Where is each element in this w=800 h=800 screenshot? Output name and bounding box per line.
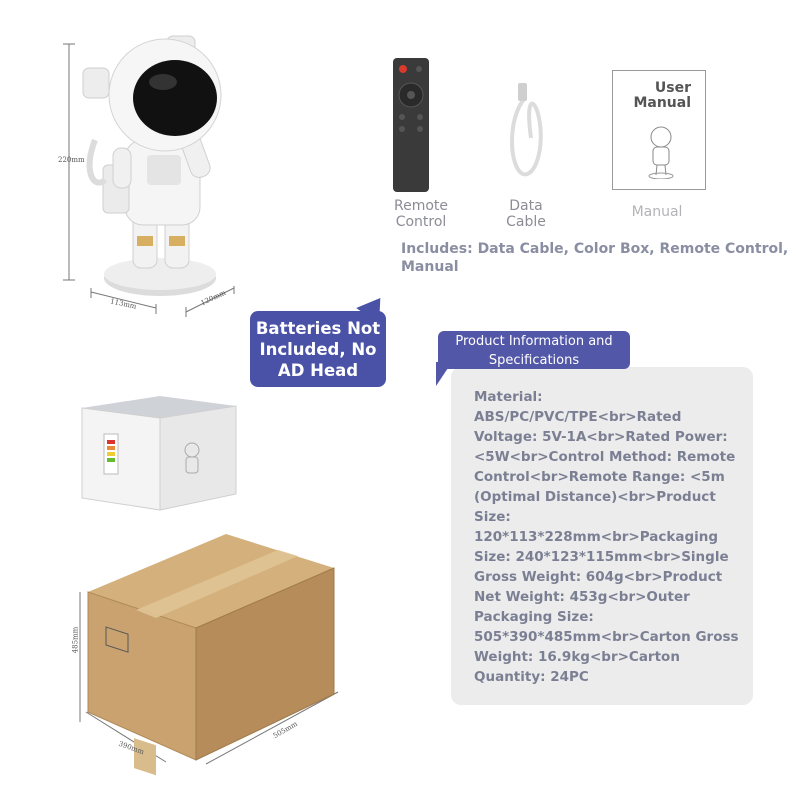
spec-heading-text: Product Information and Specifications	[455, 334, 613, 368]
carton-height-label: 485mm	[71, 626, 80, 654]
remote-control-image	[393, 58, 429, 192]
astronaut-product-image	[63, 35, 222, 296]
battery-notice-text: Batteries Not Included, No AD Head	[255, 318, 381, 380]
battery-notice-bubble: Batteries Not Included, No AD Head	[250, 311, 386, 387]
width-dimension-line	[90, 286, 235, 317]
spec-heading: Product Information and Specifications	[438, 331, 630, 369]
spec-panel	[451, 367, 753, 705]
manual-label: Manual	[631, 204, 683, 220]
color-box-image	[81, 396, 237, 511]
data-cable-image	[510, 83, 543, 177]
shipping-carton-image	[79, 534, 339, 776]
remote-control-label: Remote Control	[393, 198, 449, 230]
manual-booklet-image: User Manual	[612, 70, 706, 190]
data-cable-label: Data Cable	[506, 198, 546, 230]
spec-body: Material: ABS/PC/PVC/TPE<br>Rated Voltag…	[474, 389, 739, 685]
manual-cover-title: User Manual	[633, 80, 691, 111]
includes-text: Includes: Data Cable, Color Box, Remote …	[401, 241, 789, 275]
height-dimension-label: 220mm	[58, 156, 85, 164]
